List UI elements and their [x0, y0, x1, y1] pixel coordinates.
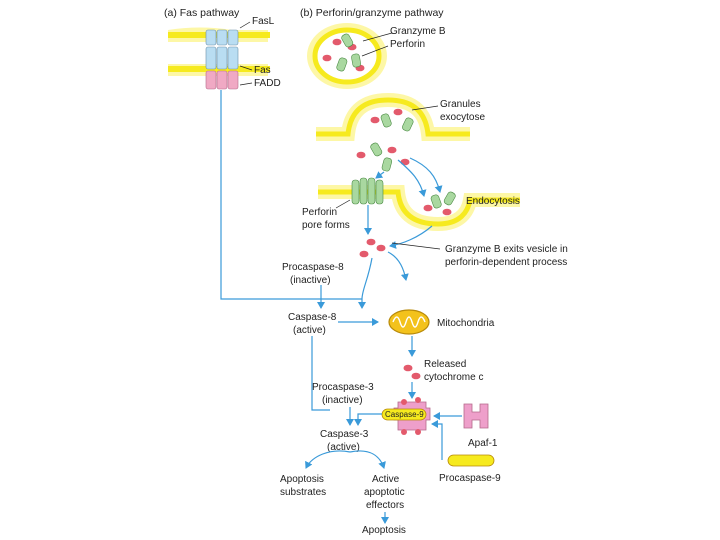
apoptosome [381, 397, 431, 435]
fas-receptor [205, 46, 239, 70]
cytotoxic-granule [307, 23, 387, 89]
pore-label-1: Perforin [302, 207, 337, 218]
mitochondrion [388, 309, 430, 335]
caspase9-label: Caspase-9 [385, 410, 424, 419]
fas-label: Fas [254, 65, 271, 76]
target-cell-membrane [318, 185, 520, 232]
exit-label-2: perforin-dependent process [445, 257, 567, 268]
effectors-label-1: Active [372, 474, 400, 485]
released-granule-contents [356, 142, 410, 172]
exit-label-1: Granzyme B exits vesicle in [445, 244, 568, 255]
fadd-label: FADD [254, 78, 281, 89]
caspase3-to-substrates-arrow [305, 450, 351, 469]
substrates-label-2: substrates [280, 487, 326, 498]
released-label-1: Released [424, 359, 466, 370]
apoptosis-label: Apoptosis [362, 525, 406, 536]
endosome-exit-arrow [389, 225, 433, 249]
released-label-2: cytochrome c [424, 372, 483, 383]
procaspase3-label-1: Procaspase-3 [312, 382, 374, 393]
granzyme-to-caspase8-arrow [358, 257, 373, 309]
caspase8-label-2: (active) [293, 325, 326, 336]
perforin-pore [351, 177, 384, 205]
granzyme-to-mitochondria-arrow [387, 251, 409, 281]
apoptosome-to-caspase3-arrow [354, 413, 382, 426]
caspase3-label-1: Caspase-3 [320, 429, 369, 440]
caspase3-to-effectors-arrow [349, 450, 386, 469]
effectors-label-3: effectors [366, 500, 404, 511]
caspase3-label-2: (active) [327, 442, 360, 453]
arrow-to-pore [375, 171, 385, 179]
granules-label-2: exocytose [440, 112, 485, 123]
substrates-label-1: Apoptosis [280, 474, 324, 485]
granules-label-1: Granules [440, 99, 481, 110]
apaf1-protein [463, 403, 489, 429]
arrow-to-endocytosis-2 [409, 157, 443, 193]
caspase8-label-1: Caspase-8 [288, 312, 337, 323]
fasl-ligand [205, 29, 239, 46]
procaspase9-label: Procaspase-9 [439, 473, 501, 484]
panel-a-title: (a) Fas pathway [164, 7, 240, 19]
fadd-adaptor [205, 70, 239, 90]
fasl-label: FasL [252, 16, 275, 27]
exocytosis-membrane [316, 92, 470, 141]
caspase8-to-procaspase3-arrow [311, 336, 330, 411]
endocytosis-label: Endocytosis [466, 196, 520, 207]
perforin-label: Perforin [390, 39, 425, 50]
panel-b-title: (b) Perforin/granzyme pathway [300, 7, 444, 19]
procaspase8-label-2: (inactive) [290, 275, 331, 286]
cytosolic-granzyme-b [359, 238, 386, 258]
apaf1-label: Apaf-1 [468, 438, 498, 449]
procaspase3-label-2: (inactive) [322, 395, 363, 406]
cytochrome-c [403, 364, 421, 380]
procaspase8-label-1: Procaspase-8 [282, 262, 344, 273]
pore-label-2: pore forms [302, 220, 350, 231]
effectors-label-2: apoptotic [364, 487, 405, 498]
fas-to-procaspase8-arrow [220, 90, 362, 300]
arrow-to-endocytosis-1 [397, 159, 427, 197]
procaspase9-protein [447, 454, 495, 467]
granzyme-b-label: Granzyme B [390, 26, 446, 37]
procaspase9-to-apoptosome-arrow [431, 420, 443, 460]
mitochondria-label: Mitochondria [437, 318, 495, 329]
